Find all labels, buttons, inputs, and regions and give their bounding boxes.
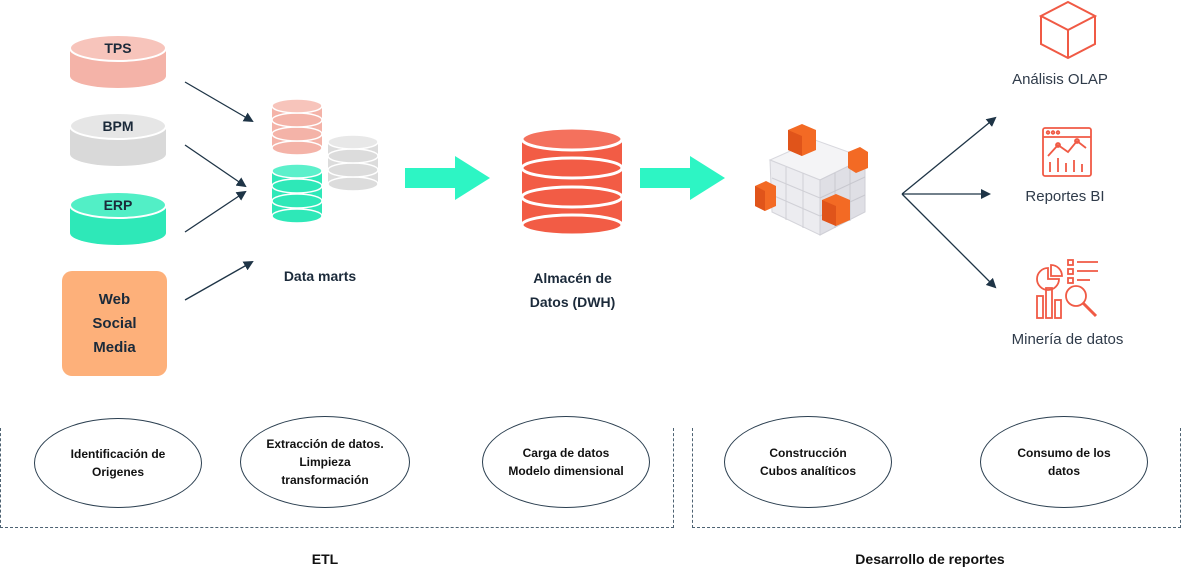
step-extraccion-line-2: Limpieza	[299, 455, 351, 469]
step-carga: Carga de datos Modelo dimensional	[482, 416, 650, 508]
dwh-database-icon	[520, 126, 624, 237]
mining-label: Minería de datos	[1011, 331, 1124, 348]
dwh-label-line-2: Datos (DWH)	[529, 294, 616, 310]
flow-arrow-1	[405, 156, 490, 200]
olap-label: Análisis OLAP	[1012, 71, 1108, 88]
step-carga-line-1: Carga de datos	[522, 446, 610, 460]
step-consumo-line-2: datos	[1047, 464, 1080, 478]
etl-group-box	[0, 428, 674, 528]
step-extraccion: Extracción de datos. Limpieza transforma…	[240, 416, 410, 508]
web-line-1: Web	[98, 290, 131, 308]
step-extraccion-line-3: transformación	[281, 473, 369, 487]
source-arrows	[184, 81, 254, 301]
web-line-2: Social	[92, 314, 137, 332]
step-construccion: Construcción Cubos analíticos	[724, 416, 892, 508]
data-marts-label: Data marts	[283, 268, 357, 284]
olap-cube-icon	[755, 124, 868, 236]
bpm-cylinder	[69, 112, 167, 166]
tps-cylinder	[69, 34, 167, 88]
source-web-social-media: Web Social Media	[62, 271, 167, 376]
source-bpm-label: BPM	[102, 118, 134, 134]
dwh-label-line-1: Almacén de	[533, 270, 612, 286]
data-marts-icon	[271, 98, 379, 224]
step-construccion-line-1: Construcción	[769, 446, 847, 460]
step-consumo: Consumo de los datos	[980, 416, 1148, 508]
report-chart-icon	[1042, 127, 1092, 177]
output-arrows	[901, 116, 997, 289]
source-tps-label: TPS	[104, 40, 132, 56]
flow-arrow-2	[640, 156, 725, 200]
source-erp-label: ERP	[103, 197, 133, 213]
etl-group-label: ETL	[311, 551, 339, 567]
dwh-label: Almacén de Datos (DWH)	[490, 266, 655, 314]
cube-outline-icon	[1038, 0, 1098, 60]
step-identificacion-line-2: Origenes	[91, 465, 145, 479]
bi-label: Reportes BI	[1025, 188, 1105, 205]
step-identificacion: Identificación de Origenes	[34, 418, 202, 508]
step-construccion-line-2: Cubos analíticos	[759, 464, 857, 478]
erp-cylinder	[69, 191, 167, 245]
step-extraccion-line-1: Extracción de datos.	[266, 437, 384, 451]
data-mining-icon	[1036, 259, 1098, 319]
step-carga-line-2: Modelo dimensional	[508, 464, 624, 478]
step-identificacion-line-1: Identificación de	[70, 447, 166, 461]
web-line-3: Media	[93, 338, 136, 356]
step-consumo-line-1: Consumo de los	[1017, 446, 1111, 460]
reportes-group-label: Desarrollo de reportes	[855, 551, 1005, 567]
